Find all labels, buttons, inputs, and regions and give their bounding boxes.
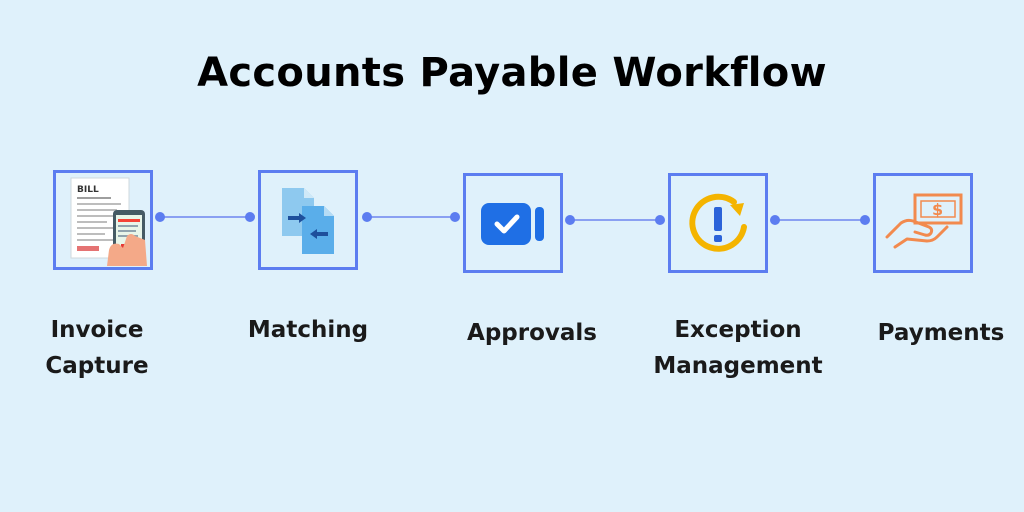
matching-documents-icon <box>282 188 334 254</box>
connector-4 <box>770 215 870 225</box>
payment-hand-icon: $ <box>885 193 963 249</box>
exception-alert-icon <box>689 193 747 252</box>
invoice-phone-icon: BILL <box>70 177 147 266</box>
connector-1 <box>155 212 255 222</box>
step-label-payments: Payments <box>877 320 1005 346</box>
step-label-invoice-capture: Invoice Capture <box>45 317 149 379</box>
step-label-approvals: Approvals <box>467 320 597 346</box>
step-exception-management <box>668 173 768 273</box>
step-payments: $ <box>873 173 973 273</box>
step-approvals <box>463 173 563 273</box>
invoice-doc-heading: BILL <box>77 185 99 195</box>
svg-text:$: $ <box>932 200 943 219</box>
step-label-exception-management: Exception Management <box>653 317 823 379</box>
step-invoice-capture: BILL <box>53 170 153 270</box>
connector-2 <box>362 212 460 222</box>
step-label-matching: Matching <box>247 317 369 343</box>
page-title: Accounts Payable Workflow <box>197 50 827 96</box>
step-matching <box>258 170 358 270</box>
connector-3 <box>565 215 665 225</box>
approval-check-icon <box>481 203 544 245</box>
